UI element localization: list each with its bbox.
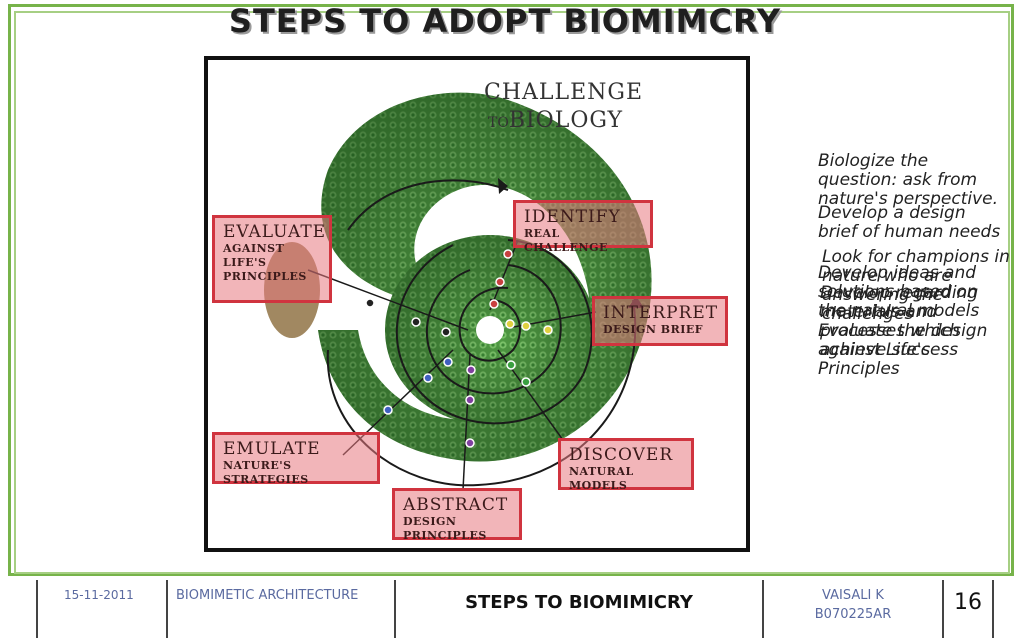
footer-topic-cell: STEPS TO BIOMIMICRY <box>394 580 762 638</box>
slide-footer: 15-11-2011 BIOMIMETIC ARCHITECTURE STEPS… <box>0 580 1024 640</box>
page-number: 16 <box>954 590 982 615</box>
slide-title: STEPS TO ADOPT BIOMIMCRY <box>228 2 782 40</box>
footer-topic: STEPS TO BIOMIMICRY <box>465 592 693 613</box>
step-subtitle: DESIGN BRIEF <box>603 323 704 336</box>
spiral-center <box>476 316 504 344</box>
step-box-emulate: EMULATE NATURE'S STRATEGIES <box>212 432 380 486</box>
note-evaluate: Evaluate the design against Life's Princ… <box>818 321 988 379</box>
step-title: INTERPRET <box>603 303 719 323</box>
footer-date-cell: 15-11-2011 <box>36 580 166 638</box>
slide-frame-inner <box>14 11 1010 574</box>
step-box-abstract: ABSTRACT DESIGN PRINCIPLES <box>392 488 522 542</box>
step-subtitle: DESIGN PRINCIPLES <box>403 515 487 542</box>
note-biologize: Biologize the question: ask from nature'… <box>818 151 999 209</box>
footer-page-cell: 16 <box>942 580 992 638</box>
footer-author-id: B070225AR <box>814 607 892 622</box>
step-subtitle: PRINCIPLES <box>223 270 307 283</box>
step-box-evaluate: EVALUATE AGAINST LIFE'S PRINCIPLES <box>212 215 332 303</box>
step-title: EVALUATE <box>223 222 327 242</box>
note-champions: Look for champions in nature who are ans… <box>822 247 1010 324</box>
biomimicry-diagram: CHALLENGE TOBIOLOGY EVALUATE AGAINST LIF… <box>204 56 750 552</box>
note-design-brief: Develop a design brief of human needs <box>818 203 1001 242</box>
diagram-heading-to-biology: TOBIOLOGY <box>488 108 623 133</box>
note-materials: Develop regarding materials and processe… <box>820 283 979 360</box>
note-develop-ideas: Develop ideas and solutions based on the… <box>818 263 980 321</box>
footer-date: 15-11-2011 <box>64 588 134 602</box>
step-box-discover: DISCOVER NATURAL MODELS <box>558 438 694 492</box>
heading-biology: BIOLOGY <box>508 108 624 133</box>
footer-course: BIOMIMETIC ARCHITECTURE <box>176 588 359 603</box>
step-title: EMULATE <box>223 439 321 459</box>
footer-course-cell: BIOMIMETIC ARCHITECTURE <box>166 580 394 638</box>
heading-to: TO <box>488 115 509 131</box>
step-subtitle: LIFE'S <box>223 256 267 269</box>
step-subtitle: REAL CHALLENGE <box>524 227 608 254</box>
step-box-interpret: INTERPRET DESIGN BRIEF <box>592 296 728 346</box>
footer-end-rule <box>992 580 994 638</box>
step-subtitle: NATURE'S STRATEGIES <box>223 459 309 486</box>
step-title: IDENTIFY <box>524 207 621 227</box>
step-subtitle: NATURAL MODELS <box>569 465 634 492</box>
step-title: DISCOVER <box>569 445 674 465</box>
footer-author-cell: VAISALI K B070225AR <box>762 580 942 638</box>
spiral-arrows <box>326 179 637 487</box>
diagram-heading-challenge: CHALLENGE <box>484 80 644 105</box>
step-subtitle: AGAINST <box>223 242 285 255</box>
shell-illustration <box>264 92 652 491</box>
slide-frame-outer <box>8 4 1014 576</box>
step-dots <box>365 249 553 448</box>
step-box-identify: IDENTIFY REAL CHALLENGE <box>513 200 653 254</box>
footer-author: VAISALI K <box>822 588 884 603</box>
step-title: ABSTRACT <box>403 495 509 515</box>
